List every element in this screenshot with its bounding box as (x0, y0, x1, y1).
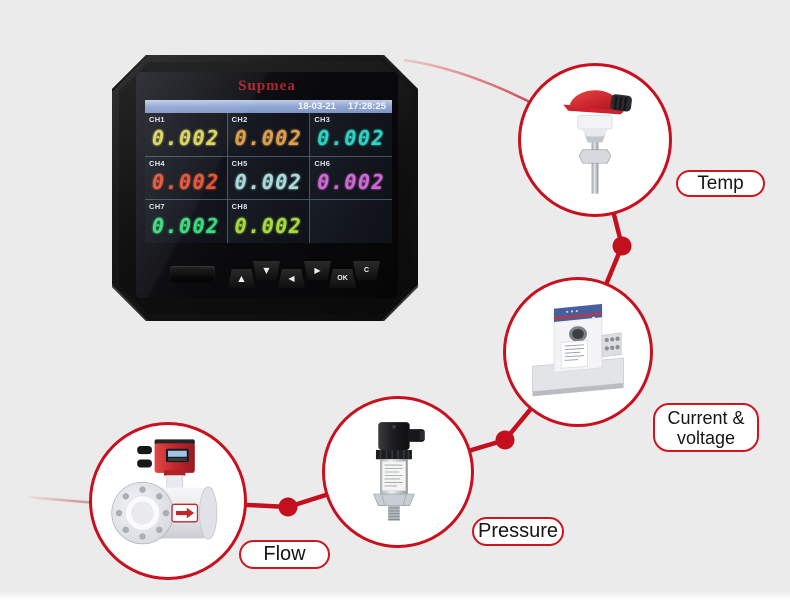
channel-cell-ch6: CH6 0.002 (310, 157, 392, 200)
up-arrow-icon: ▲ (238, 273, 245, 283)
screen-time: 17:28:25 (347, 101, 386, 112)
flow-sensor-photo (111, 439, 218, 545)
pressure-sensor-photo (373, 422, 425, 521)
junction-dot (495, 430, 515, 450)
bottom-fade (0, 591, 790, 607)
channel-cell-ch4: CH4 0.002 (145, 157, 227, 200)
temp-label: Temp (676, 170, 765, 197)
device-bezel: Supmea 18-03-21 17:28:25 CH1 0.002 CH2 (112, 55, 418, 321)
down-arrow-icon: ▼ (263, 265, 270, 275)
current-voltage-label: Current & voltage (653, 403, 759, 452)
junction-dot (278, 497, 298, 517)
recorder-screen: 18-03-21 17:28:25 CH1 0.002 CH2 0.002 (145, 100, 392, 243)
junction-dot (612, 236, 632, 256)
key-ok-button[interactable]: OK (329, 269, 356, 288)
key-right-button[interactable]: ▶ (304, 261, 331, 280)
usb-port-cover (170, 266, 215, 283)
current-voltage-sensor-circle (503, 277, 653, 427)
flow-label: Flow (239, 540, 330, 569)
channel-cell-ch8: CH8 0.002 (228, 200, 310, 243)
temp-sensor-photo (563, 90, 632, 194)
channel-cell-ch5: CH5 0.002 (228, 157, 310, 200)
front-glass: Supmea 18-03-21 17:28:25 CH1 0.002 CH2 (136, 72, 398, 298)
recorder-device: Supmea 18-03-21 17:28:25 CH1 0.002 CH2 (112, 55, 418, 321)
right-arrow-icon: ▶ (314, 265, 321, 275)
key-up-button[interactable]: ▲ (228, 269, 255, 288)
left-arrow-icon: ◀ (288, 273, 295, 283)
pressure-sensor-circle (322, 396, 474, 548)
screen-header-bar: 18-03-21 17:28:25 (145, 100, 392, 113)
channel-cell-ch2: CH2 0.002 (228, 113, 310, 156)
channel-cell-ch3: CH3 0.002 (310, 113, 392, 156)
channel-cell-empty (310, 200, 392, 243)
channel-grid: CH1 0.002 CH2 0.002 CH3 0.002 CH4 (145, 113, 392, 243)
key-down-button[interactable]: ▼ (253, 261, 280, 280)
temp-sensor-circle (518, 63, 672, 217)
key-clear-button[interactable]: C (353, 261, 380, 280)
channel-cell-ch1: CH1 0.002 (145, 113, 227, 156)
pressure-label: Pressure (472, 517, 564, 546)
brand-logo: Supmea (238, 78, 296, 94)
screen-date: 18-03-21 (297, 101, 336, 112)
flow-sensor-circle (89, 422, 247, 580)
key-left-button[interactable]: ◀ (278, 269, 305, 288)
channel-cell-ch7: CH7 0.002 (145, 200, 227, 243)
current-voltage-sensor-photo (532, 303, 624, 397)
